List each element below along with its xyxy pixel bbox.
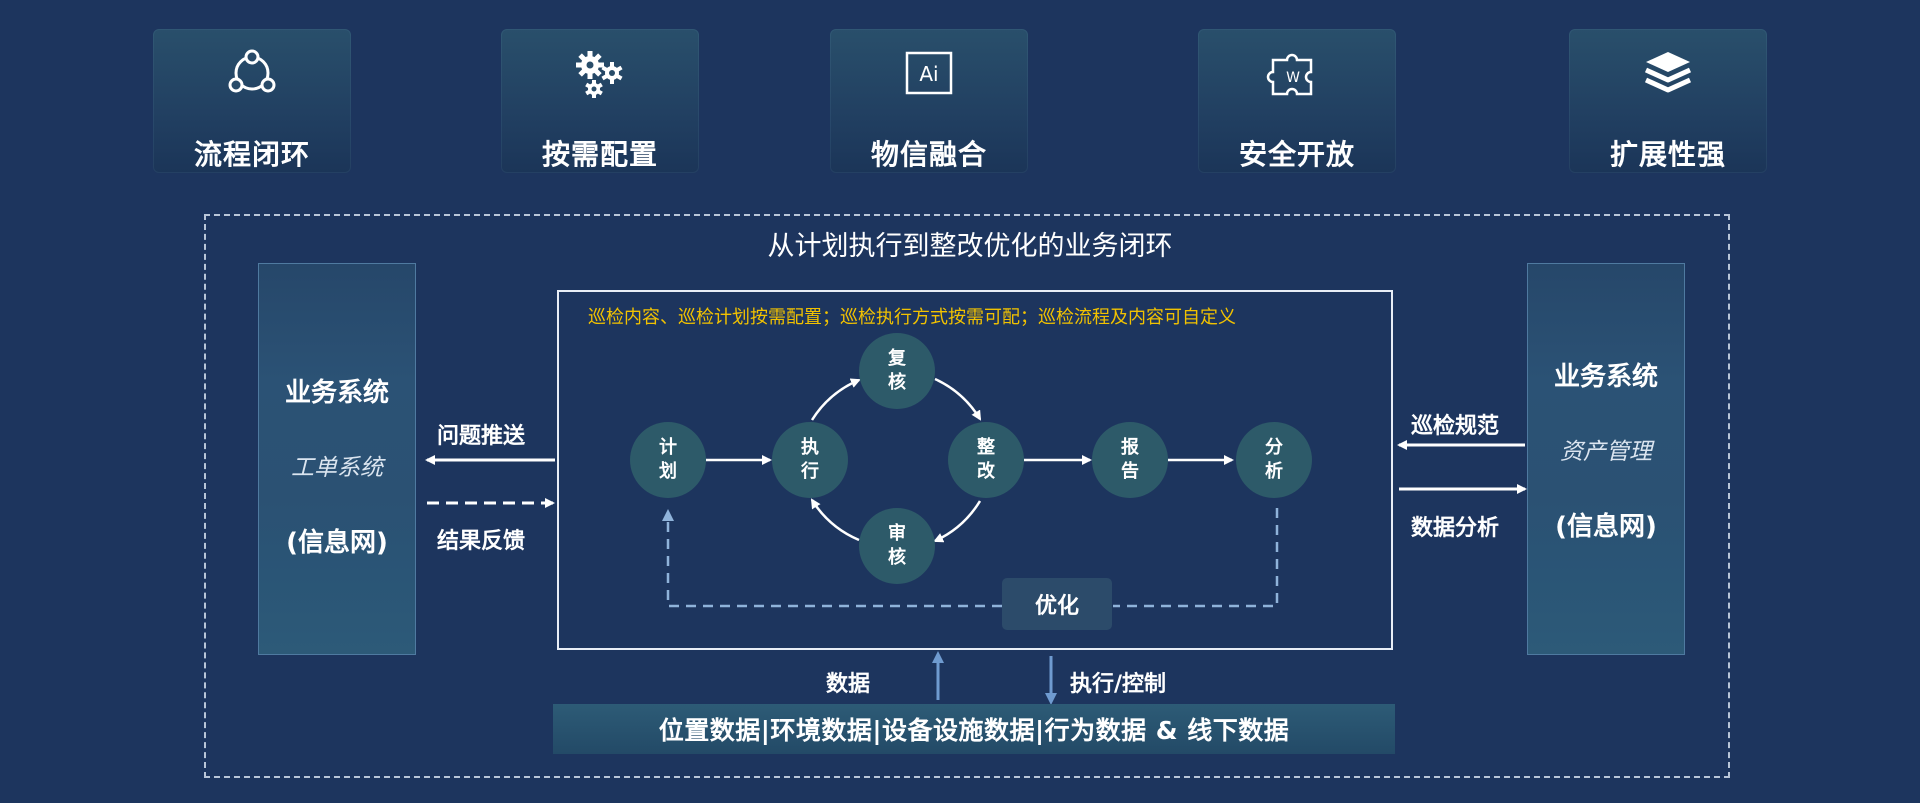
left-business-system: 业务系统 工单系统 (信息网) — [258, 263, 416, 655]
loop-note: 巡检内容、巡检计划按需配置；巡检执行方式按需可配；巡检流程及内容可自定义 — [588, 307, 1236, 328]
left-system-network: (信息网) — [286, 528, 388, 558]
feature-card-security: W 安全开放 — [1198, 29, 1396, 173]
node-plan: 计 划 — [630, 422, 706, 498]
rectify-to-audit-arc — [933, 500, 982, 543]
feature-label: 扩展性强 — [1609, 138, 1726, 171]
push-label: 问题推送 — [437, 424, 526, 449]
feature-label: 流程闭环 — [193, 138, 310, 171]
puzzle-icon: W — [1198, 47, 1396, 101]
closed-loop-frame — [204, 214, 1730, 778]
feature-card-fusion: Ai 物信融合 — [830, 29, 1028, 173]
puzzle-icon-text: W — [1286, 70, 1300, 86]
layers-icon — [1569, 47, 1767, 101]
node-execute: 执 行 — [772, 422, 848, 498]
right-system-title: 业务系统 — [1553, 362, 1658, 392]
node-analyze: 分 析 — [1236, 422, 1312, 498]
feature-label: 按需配置 — [541, 138, 658, 171]
audit-to-execute-arc — [810, 498, 860, 542]
node-report: 报 告 — [1092, 422, 1168, 498]
feature-label: 安全开放 — [1238, 138, 1355, 171]
recheck-to-rectify-arc — [934, 377, 982, 421]
node-recheck: 复 核 — [859, 333, 935, 409]
right-system-subtitle: 资产管理 — [1560, 439, 1652, 465]
right-business-system: 业务系统 资产管理 (信息网) — [1527, 263, 1685, 655]
spec-label: 巡检规范 — [1411, 414, 1500, 439]
feature-card-closed-loop: 流程闭环 — [153, 29, 351, 173]
optimize-box: 优化 — [1002, 578, 1112, 630]
node-rectify: 整 改 — [948, 422, 1024, 498]
execute-to-recheck-arc — [810, 378, 861, 421]
control-label: 执行/控制 — [1070, 672, 1167, 697]
optimize-to-plan-path — [662, 509, 1002, 608]
feature-card-extensible: 扩展性强 — [1569, 29, 1767, 173]
node-audit: 审 核 — [859, 508, 935, 584]
cycle-icon — [153, 47, 351, 101]
ai-icon: Ai — [830, 47, 1028, 101]
left-system-title: 业务系统 — [284, 378, 389, 408]
data-label: 数据 — [826, 672, 871, 697]
ai-icon-text: Ai — [919, 62, 938, 86]
right-system-network: (信息网) — [1555, 512, 1657, 542]
feature-card-config: 按需配置 — [501, 29, 699, 173]
gears-icon — [501, 47, 699, 101]
feature-label: 物信融合 — [870, 138, 987, 171]
data-sources-bar: 位置数据|环境数据|设备设施数据|行为数据 & 线下数据 — [553, 704, 1395, 754]
feedback-label: 结果反馈 — [437, 529, 526, 554]
loop-panel — [557, 290, 1393, 650]
optimize-return-path — [1113, 508, 1279, 608]
left-system-subtitle: 工单系统 — [291, 455, 383, 481]
diagram-title: 从计划执行到整改优化的业务闭环 — [767, 231, 1173, 262]
analysis-label: 数据分析 — [1411, 516, 1500, 541]
